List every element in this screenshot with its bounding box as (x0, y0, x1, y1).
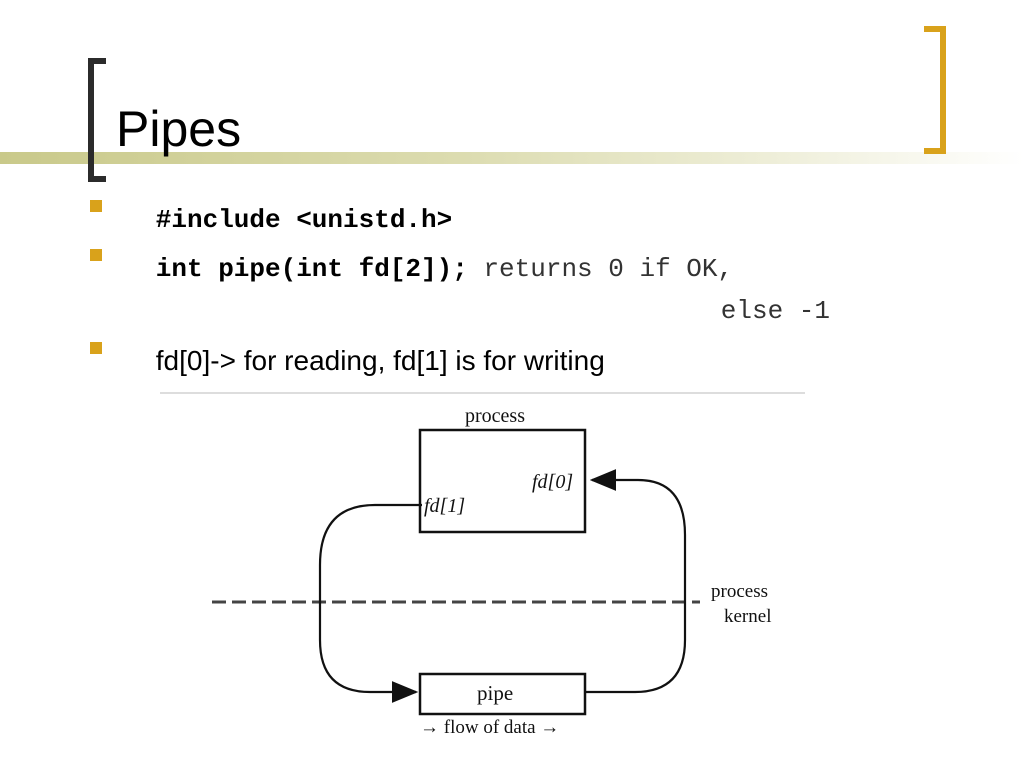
pipe-signature-code: int pipe(int fd[2]); (155, 254, 468, 284)
title-rule (0, 152, 1024, 164)
return-comment: returns 0 if OK, (467, 254, 734, 284)
read-flow-arrow (585, 469, 687, 694)
pipe-label: pipe (477, 681, 513, 705)
fd-description: fd[0]-> for reading, fd[1] is for writin… (155, 345, 605, 376)
bullet-marker (90, 342, 102, 354)
boundary-kernel-label: kernel (724, 606, 771, 627)
slide-title: Pipes (116, 101, 242, 157)
bullet-marker (90, 249, 102, 261)
return-comment-continued: else -1 (720, 296, 830, 326)
bullet-1: #include <unistd.h> (138, 191, 452, 249)
right-bracket-decoration (924, 26, 946, 154)
fd0-label: fd[0] (532, 471, 573, 493)
write-flow-arrow (318, 503, 422, 703)
boundary-process-label: process (711, 581, 768, 602)
bullet-2: int pipe(int fd[2]); returns 0 if OK, (138, 240, 733, 298)
bullet-marker (90, 200, 102, 212)
pipe-box (418, 672, 587, 716)
pipe-diagram: process fd[0] fd[1] process kernel pipe … (160, 392, 805, 738)
flow-of-data-label: → flow of data → (420, 717, 559, 738)
fd1-label: fd[1] (424, 495, 465, 517)
process-label: process (465, 405, 525, 427)
bullet-2-continued: else -1 (703, 282, 830, 340)
left-bracket-decoration (88, 58, 106, 182)
include-code: #include <unistd.h> (155, 205, 453, 235)
process-box (418, 428, 587, 534)
bullet-3: fd[0]-> for reading, fd[1] is for writin… (138, 331, 605, 391)
